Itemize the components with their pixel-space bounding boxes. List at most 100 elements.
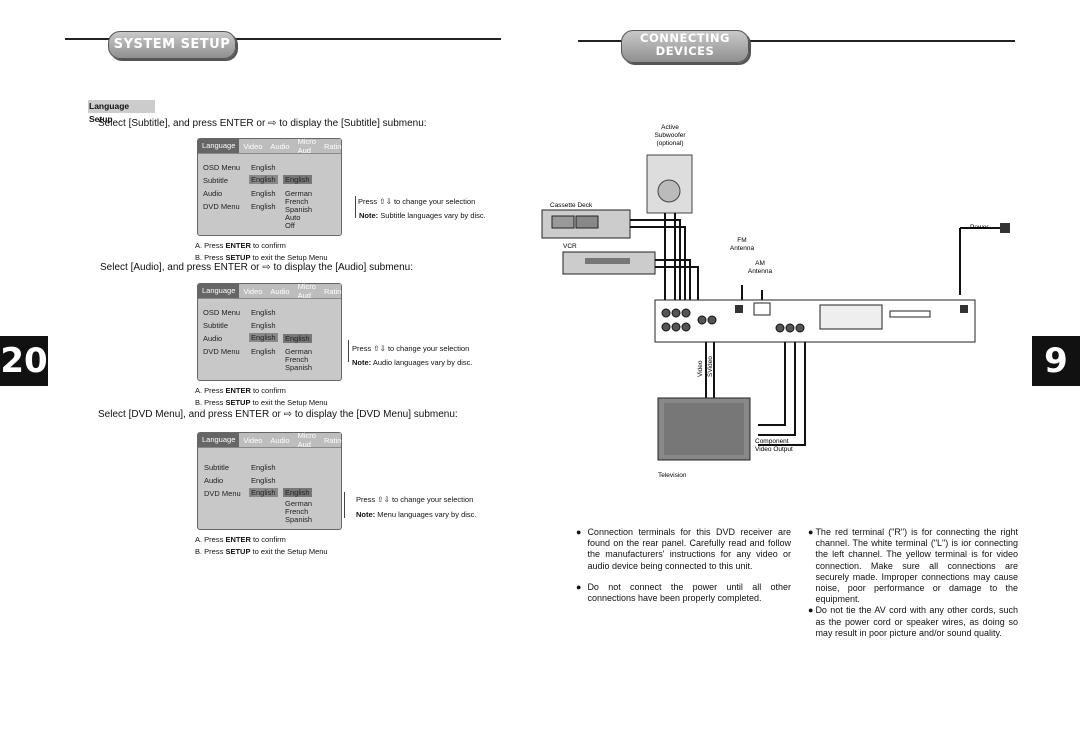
press-text: to change your selection — [391, 495, 474, 504]
cassette-slot-icon — [551, 215, 575, 229]
label-plate — [889, 310, 931, 318]
label-fm-antenna: Antenna — [730, 245, 755, 252]
tab-rating: Rating — [323, 286, 346, 296]
menu-row-value: English — [251, 321, 276, 330]
menu-row-label: Audio — [203, 334, 223, 343]
menu-option: German — [285, 499, 313, 508]
header-rule-left — [65, 38, 501, 40]
note-dvd-menu: Note: Menu languages vary by disc. — [356, 510, 477, 519]
step-text: B. Press — [195, 547, 224, 556]
step-text: A. Press — [195, 241, 224, 250]
menu-tabs: Language Video Audio Micro Aud Rating — [198, 282, 346, 300]
connection-diagram: Active Subwoofer (optional) Cassette Dec… — [541, 124, 1010, 479]
step-b: B. Press SETUP to exit the Setup Menu — [195, 398, 328, 407]
label-fm-antenna: FM — [737, 237, 746, 244]
menu-row-label: Subtitle — [203, 176, 229, 185]
bullet-item: ● The red terminal ("R") is for connecti… — [808, 527, 1018, 605]
menu-option: French — [285, 197, 309, 206]
menu-tabs: Language Video Audio Micro Aud Rating — [198, 137, 346, 155]
vcr-slot-icon — [585, 258, 630, 264]
subtitle-menu-screen: Language Video Audio Micro Aud Rating OS… — [197, 137, 346, 236]
menu-row-label: DVD Menu — [203, 347, 240, 356]
label-subwoofer: (optional) — [656, 140, 683, 147]
up-arrow-icon: ⇧ — [379, 197, 386, 206]
menu-row-label: Audio — [203, 189, 223, 198]
page-number-left: 20 — [0, 336, 48, 386]
cables — [630, 213, 1000, 446]
tab-micro-aud: Micro Aud — [297, 137, 316, 155]
menu-row-value: English — [251, 202, 276, 211]
note-text: Menu languages vary by disc. — [377, 510, 477, 519]
intro-text: to display the [Audio] submenu: — [273, 262, 414, 273]
label-am-antenna: Antenna — [748, 268, 773, 275]
down-arrow-icon: ⇩ — [383, 495, 390, 504]
menu-row-value: English — [251, 163, 276, 172]
press-hint-subtitle: Press ⇧⇩ to change your selection — [358, 197, 475, 206]
subwoofer-speaker-icon — [657, 179, 681, 203]
menu-row-label: DVD Menu — [203, 202, 240, 211]
bullet-icon: ● — [576, 527, 582, 537]
fm-jack — [735, 305, 743, 313]
bullets-left: ● Connection terminals for this DVD rece… — [576, 527, 791, 604]
note-text: Subtitle languages vary by disc. — [380, 211, 486, 220]
intro-text: Select [Audio], and press ENTER or — [100, 262, 260, 273]
note-subtitle: Note: Subtitle languages vary by disc. — [359, 211, 486, 220]
menu-option: French — [285, 355, 309, 364]
bracket — [336, 340, 349, 362]
intro-text: to display the [DVD Menu] submenu: — [294, 409, 458, 420]
step-a: A. Press ENTER to confirm — [195, 241, 286, 250]
menu-option: German — [285, 189, 313, 198]
menu-option: Spanish — [285, 363, 313, 372]
menu-row-value-selected: English — [283, 175, 312, 184]
up-arrow-icon: ⇧ — [377, 495, 384, 504]
up-arrow-icon: ⇧ — [373, 344, 380, 353]
note-label: Note: — [352, 358, 372, 367]
menu-row-value: English — [251, 308, 276, 317]
step-text: to exit the Setup Menu — [252, 398, 328, 407]
menu-row-label: Subtitle — [203, 321, 229, 330]
note-label: Note: — [359, 211, 379, 220]
menu-option: Spanish — [285, 205, 313, 214]
label-television: Television — [658, 472, 687, 479]
receiver-jacks — [661, 308, 805, 333]
menu-row-value: English — [251, 476, 276, 485]
bullet-item: ● Do not tie the AV cord with any other … — [808, 605, 1018, 639]
bullet-text: Do not connect the power until all other… — [587, 581, 791, 604]
menu-tabs: Language Video Audio Micro Aud Rating — [198, 431, 346, 449]
step-key: SETUP — [225, 253, 251, 262]
bullet-text: The red terminal ("R") is for connecting… — [815, 527, 1018, 605]
press-text: to change your selection — [387, 344, 470, 353]
label-svideo: SVideo — [707, 356, 714, 377]
step-a: A. Press ENTER to confirm — [195, 535, 286, 544]
enter-arrow-icon: ⇨ — [262, 262, 271, 273]
power-plug-icon — [1000, 223, 1010, 233]
header-title: SYSTEM SETUP — [113, 37, 231, 52]
intro-audio: Select [Audio], and press ENTER or ⇨ to … — [100, 262, 413, 273]
tab-audio: Audio — [270, 141, 290, 151]
section-label-text: Language Setup — [89, 101, 130, 124]
label-vcr: VCR — [563, 243, 577, 250]
header-rule-right — [578, 40, 1015, 42]
step-text: A. Press — [195, 535, 224, 544]
tab-language: Language — [198, 139, 240, 153]
tab-audio: Audio — [270, 286, 290, 296]
bullet-text: Do not tie the AV cord with any other co… — [815, 605, 1018, 638]
television-screen — [664, 403, 744, 455]
menu-option: Auto — [285, 213, 301, 222]
power-jack — [960, 305, 968, 313]
bullet-text: Connection terminals for this DVD receiv… — [587, 527, 791, 571]
bullet-icon: ● — [576, 581, 582, 592]
section-label: Language Setup — [88, 100, 155, 124]
note-label: Note: — [356, 510, 376, 519]
label-video: Video — [697, 360, 704, 377]
step-text: to exit the Setup Menu — [252, 253, 328, 262]
press-text: Press — [352, 344, 372, 353]
label-power: Power — [970, 224, 989, 231]
enter-arrow-icon: ⇨ — [268, 118, 277, 129]
bullet-icon: ● — [808, 527, 814, 537]
tab-micro-aud: Micro Aud — [297, 282, 316, 300]
menu-row-label: Audio — [204, 476, 224, 485]
intro-text: to display the [Subtitle] submenu: — [279, 118, 427, 129]
step-key: SETUP — [225, 398, 251, 407]
bracket — [341, 196, 356, 218]
